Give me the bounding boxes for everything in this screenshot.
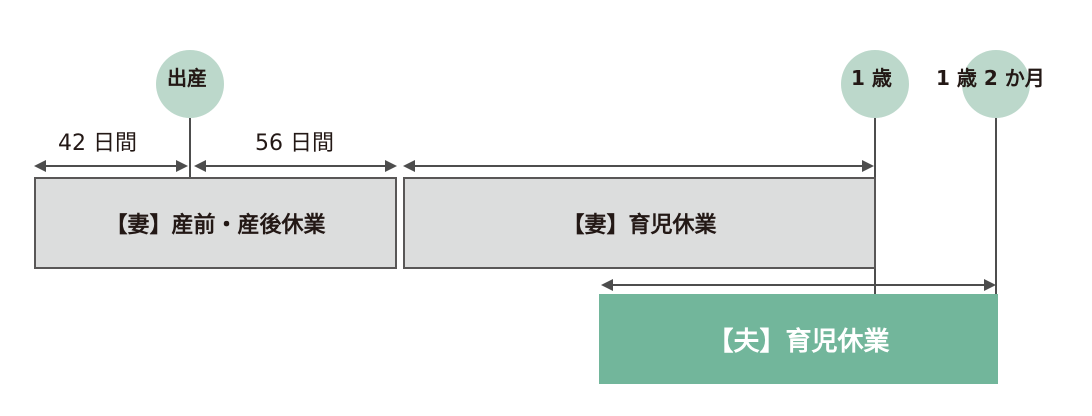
age1y2m-marker-circle (962, 50, 1030, 118)
arrow-shaft (611, 284, 986, 286)
postnatal-duration-label: 56 日間 (255, 131, 334, 156)
arrowhead-right (984, 279, 996, 291)
birth-marker-label: 出産 (167, 66, 207, 90)
prenatal-duration-label: 42 日間 (58, 131, 137, 156)
arrowhead-right (176, 160, 188, 172)
age1y2m-marker-label: 1 歳 2 か月 (936, 66, 1045, 90)
arrowhead-right (862, 160, 874, 172)
arrow-shaft (44, 165, 178, 167)
arrowhead-left (601, 279, 613, 291)
birth-marker-line (189, 118, 191, 178)
wife-maternity-leave-box: 【妻】産前・産後休業 (34, 177, 397, 269)
age1-marker-circle (841, 50, 909, 118)
arrowhead-left (194, 160, 206, 172)
birth-marker-circle (156, 50, 224, 118)
arrowhead-right (385, 160, 397, 172)
husband-childcare-leave-box: 【夫】育児休業 (599, 294, 998, 384)
arrow-shaft (413, 165, 863, 167)
age1y2m-marker-line (995, 118, 997, 295)
arrow-shaft (204, 165, 386, 167)
arrowhead-left (34, 160, 46, 172)
age1-marker-label: 1 歳 (851, 66, 892, 90)
wife-childcare-leave-box: 【妻】育児休業 (403, 177, 876, 269)
arrowhead-left (403, 160, 415, 172)
